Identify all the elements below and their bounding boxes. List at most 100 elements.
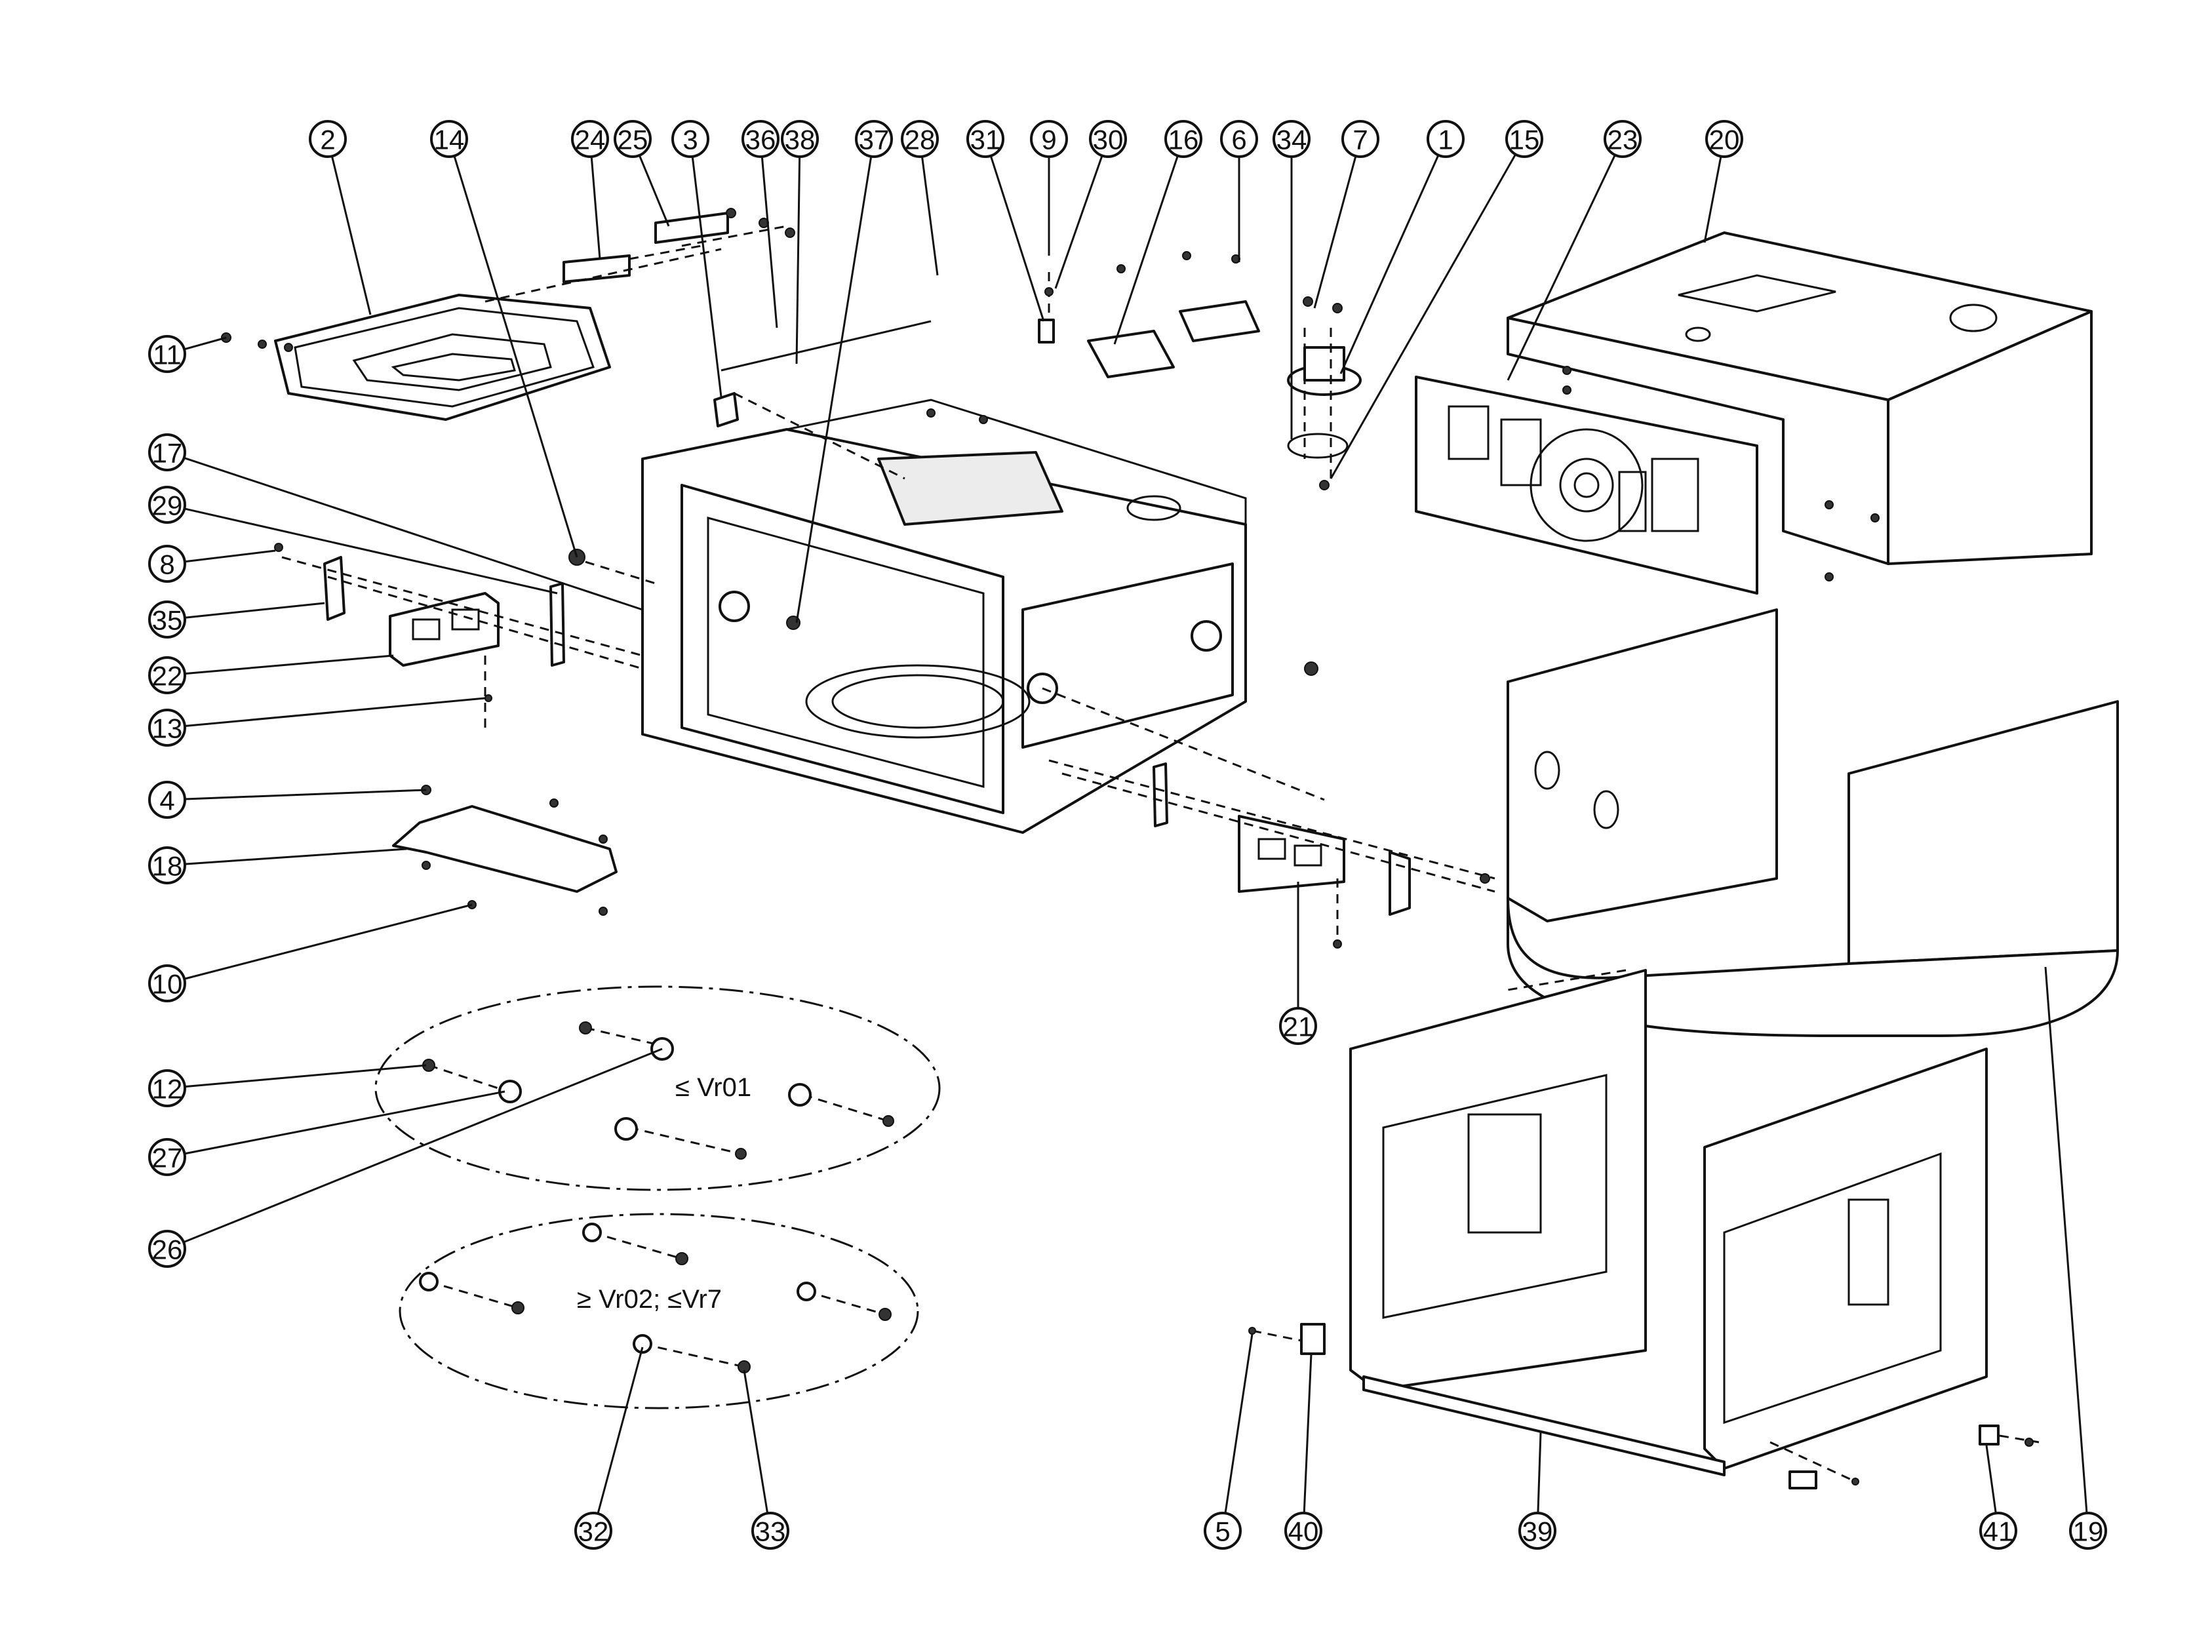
leader-5 [1224, 1333, 1254, 1514]
fuse-part [1038, 319, 1055, 344]
callout-circle [1341, 120, 1379, 158]
callout-circle [574, 1512, 612, 1550]
leader-8 [184, 549, 276, 563]
leader-33 [743, 1369, 769, 1514]
callout-6: 6 [1220, 120, 1258, 158]
variant-group-upper: ≤ Vr01 [374, 985, 941, 1191]
callout-21: 21 [1279, 1007, 1317, 1045]
callout-number: 21 [1283, 1012, 1314, 1042]
callout-27: 27 [148, 1138, 186, 1176]
callout-number: 8 [159, 549, 174, 580]
right-bracket-21-part [1238, 815, 1345, 893]
leader-11 [184, 336, 227, 351]
callout-circle [430, 120, 468, 158]
leader-35 [184, 602, 325, 619]
callout-circle [1030, 120, 1068, 158]
bracket-41-part [1979, 1425, 2000, 1446]
leader-4 [184, 789, 427, 800]
callout-number: 37 [859, 125, 890, 155]
callout-number: 11 [153, 340, 182, 370]
leader-40 [1303, 1353, 1313, 1514]
callout-34: 34 [1273, 120, 1311, 158]
leader-39 [1537, 1432, 1542, 1514]
callout-number: 24 [575, 125, 606, 155]
callout-number: 35 [152, 605, 183, 636]
top-housing-part [1507, 231, 2093, 565]
bracket-40-part [1300, 1323, 1326, 1355]
motor-assembly-part [1287, 346, 1362, 459]
assembly-lines [281, 225, 2040, 1483]
leader-20 [1703, 156, 1722, 243]
chassis-part [1349, 969, 1988, 1476]
callout-4: 4 [148, 781, 186, 819]
callout-number: 25 [618, 125, 648, 155]
callout-3: 3 [671, 120, 709, 158]
outer-wrap-part [1507, 608, 2119, 1037]
callout-number: 30 [1093, 125, 1124, 155]
callout-circle [148, 433, 186, 471]
leader-1 [1339, 155, 1440, 374]
callout-circle [1204, 1512, 1242, 1550]
callout-22: 22 [148, 656, 186, 694]
callout-30: 30 [1089, 120, 1127, 158]
callout-circle [1279, 1007, 1317, 1045]
callout-number: 31 [970, 125, 1001, 155]
callout-circle [148, 1138, 186, 1176]
callout-number: 5 [1215, 1516, 1230, 1547]
callout-number: 29 [152, 490, 183, 521]
leader-28 [920, 156, 939, 276]
leader-41 [1985, 1445, 1997, 1514]
callout-31: 31 [966, 120, 1004, 158]
callout-39: 39 [1518, 1512, 1556, 1550]
leader-3 [691, 156, 722, 397]
callout-40: 40 [1284, 1512, 1322, 1550]
callout-circle [855, 120, 893, 158]
callout-number: 22 [152, 661, 183, 692]
leader-18 [184, 848, 407, 865]
callout-14: 14 [430, 120, 468, 158]
callout-number: 14 [434, 125, 465, 155]
callout-circle [2069, 1512, 2107, 1550]
callout-13: 13 [148, 709, 186, 747]
leader-24 [590, 156, 601, 260]
terminal-strip-24 [563, 254, 631, 283]
callout-2: 2 [309, 120, 347, 158]
callout-11: 11 [148, 335, 186, 373]
bottom-plate-part [392, 805, 618, 893]
callout-number: 33 [755, 1516, 786, 1547]
leader-29 [184, 507, 558, 595]
callout-number: 18 [152, 851, 183, 882]
callout-26: 26 [148, 1230, 186, 1268]
callout-24: 24 [571, 120, 609, 158]
terminal-strip-25 [654, 212, 729, 244]
callout-8: 8 [148, 545, 186, 583]
callout-circle [614, 120, 652, 158]
leader-13 [184, 697, 486, 727]
callout-number: 1 [1438, 125, 1453, 155]
leader-25 [638, 155, 670, 227]
callout-number: 23 [1608, 125, 1638, 155]
callout-circle [309, 120, 347, 158]
callout-circle [751, 1512, 789, 1550]
callout-35: 35 [148, 600, 186, 639]
clip-right-part [1153, 762, 1168, 827]
callout-15: 15 [1505, 120, 1543, 158]
screws [221, 208, 2034, 1489]
leader-38 [795, 156, 801, 364]
callout-circle [148, 656, 186, 694]
callout-circle [148, 1069, 186, 1107]
callout-number: 12 [152, 1074, 183, 1105]
callout-circle [148, 335, 186, 373]
callout-circle [1979, 1512, 2017, 1550]
callout-number: 41 [1983, 1516, 2014, 1547]
clip-29-part [549, 582, 565, 667]
leader-23 [1507, 154, 1616, 381]
callout-12: 12 [148, 1069, 186, 1107]
callout-number: 39 [1522, 1516, 1553, 1547]
callout-33: 33 [751, 1512, 789, 1550]
leader-12 [184, 1064, 427, 1088]
leader-14 [453, 155, 578, 558]
callout-number: 17 [152, 438, 183, 469]
callout-1: 1 [1427, 120, 1465, 158]
